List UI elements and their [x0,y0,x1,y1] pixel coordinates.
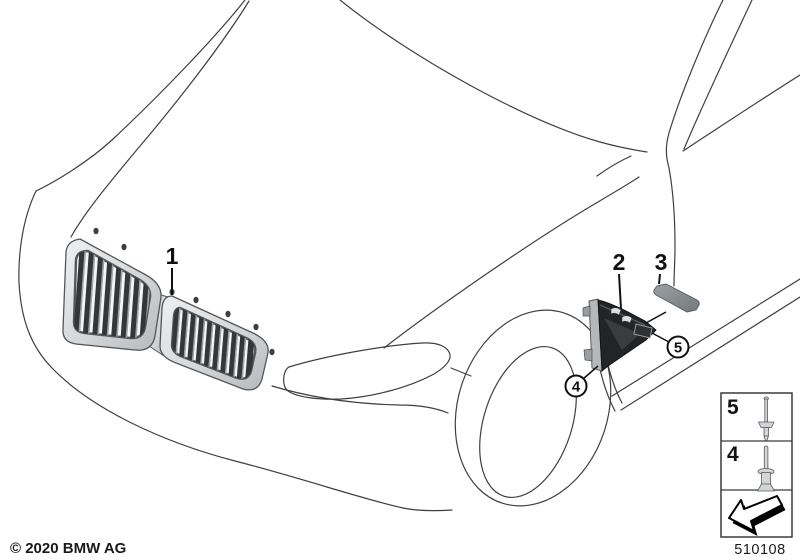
fender-crease-line [383,176,640,349]
callout-1-label[interactable]: 1 [166,243,179,269]
blade-to-clip-leader [645,311,667,324]
beltline [682,74,800,152]
expanding-pin-rivet-icon [757,396,775,441]
hood-left-inner-line [70,0,250,238]
callout-3-leader [658,273,661,285]
callout-5-label: 5 [674,340,682,357]
legend-row-5[interactable]: 5 [727,396,775,441]
trim-edge-highlight [599,304,646,326]
car-body-outline [18,0,800,512]
front-wheel-arch-inner [479,345,577,499]
trim-flange-tab-upper [582,305,591,317]
diagram-number: 510108 [734,542,785,558]
sill-line-upper [611,278,800,397]
trim-body-shading [604,318,640,350]
callout-5-leader [651,332,670,343]
legend-box: 5 4 [720,392,793,538]
blind-rivet-icon [756,445,776,492]
a-pillar-right-line [683,0,753,150]
legend-row-arrow[interactable] [728,495,786,536]
direction-of-travel-arrow-icon [728,495,786,536]
callouts: 1 2 3 5 4 [166,243,690,398]
trim-blade-part[interactable] [653,283,700,313]
fender-shut-line [596,155,632,177]
callout-4-label: 4 [572,379,581,396]
trim-clip-chevron-1 [610,307,622,316]
headlight-to-arch-line [450,367,472,377]
grille-mounting-pins [93,227,275,356]
left-kidney [62,238,162,351]
front-wheel-arch-outer [454,309,612,507]
callout-5-circle[interactable]: 5 [651,332,690,359]
callout-2-leader [618,273,622,310]
sill-line-lower [620,296,800,411]
hood-left-outer-line [35,0,246,192]
headlight-outline [283,342,451,400]
callout-4-leader [582,365,599,380]
trim-flange-tab-lower [583,348,593,362]
legend-4-label: 4 [727,443,739,466]
callout-3-label[interactable]: 3 [655,249,668,275]
under-grille-line [271,385,449,414]
callout-4-circle[interactable]: 4 [564,365,599,398]
legend-5-label: 5 [727,396,739,419]
right-kidney [159,295,269,391]
hood-top-line [339,0,648,153]
front-bumper-outline [18,190,453,512]
legend-row-4[interactable]: 4 [727,443,776,492]
fender-trim-part[interactable] [582,298,657,372]
trim-clip-chevron-2 [621,315,633,324]
a-pillar-left-line [665,0,724,287]
callout-2-label[interactable]: 2 [613,249,626,275]
trim-clip-block [633,323,653,339]
copyright-text: © 2020 BMW AG [10,540,126,557]
